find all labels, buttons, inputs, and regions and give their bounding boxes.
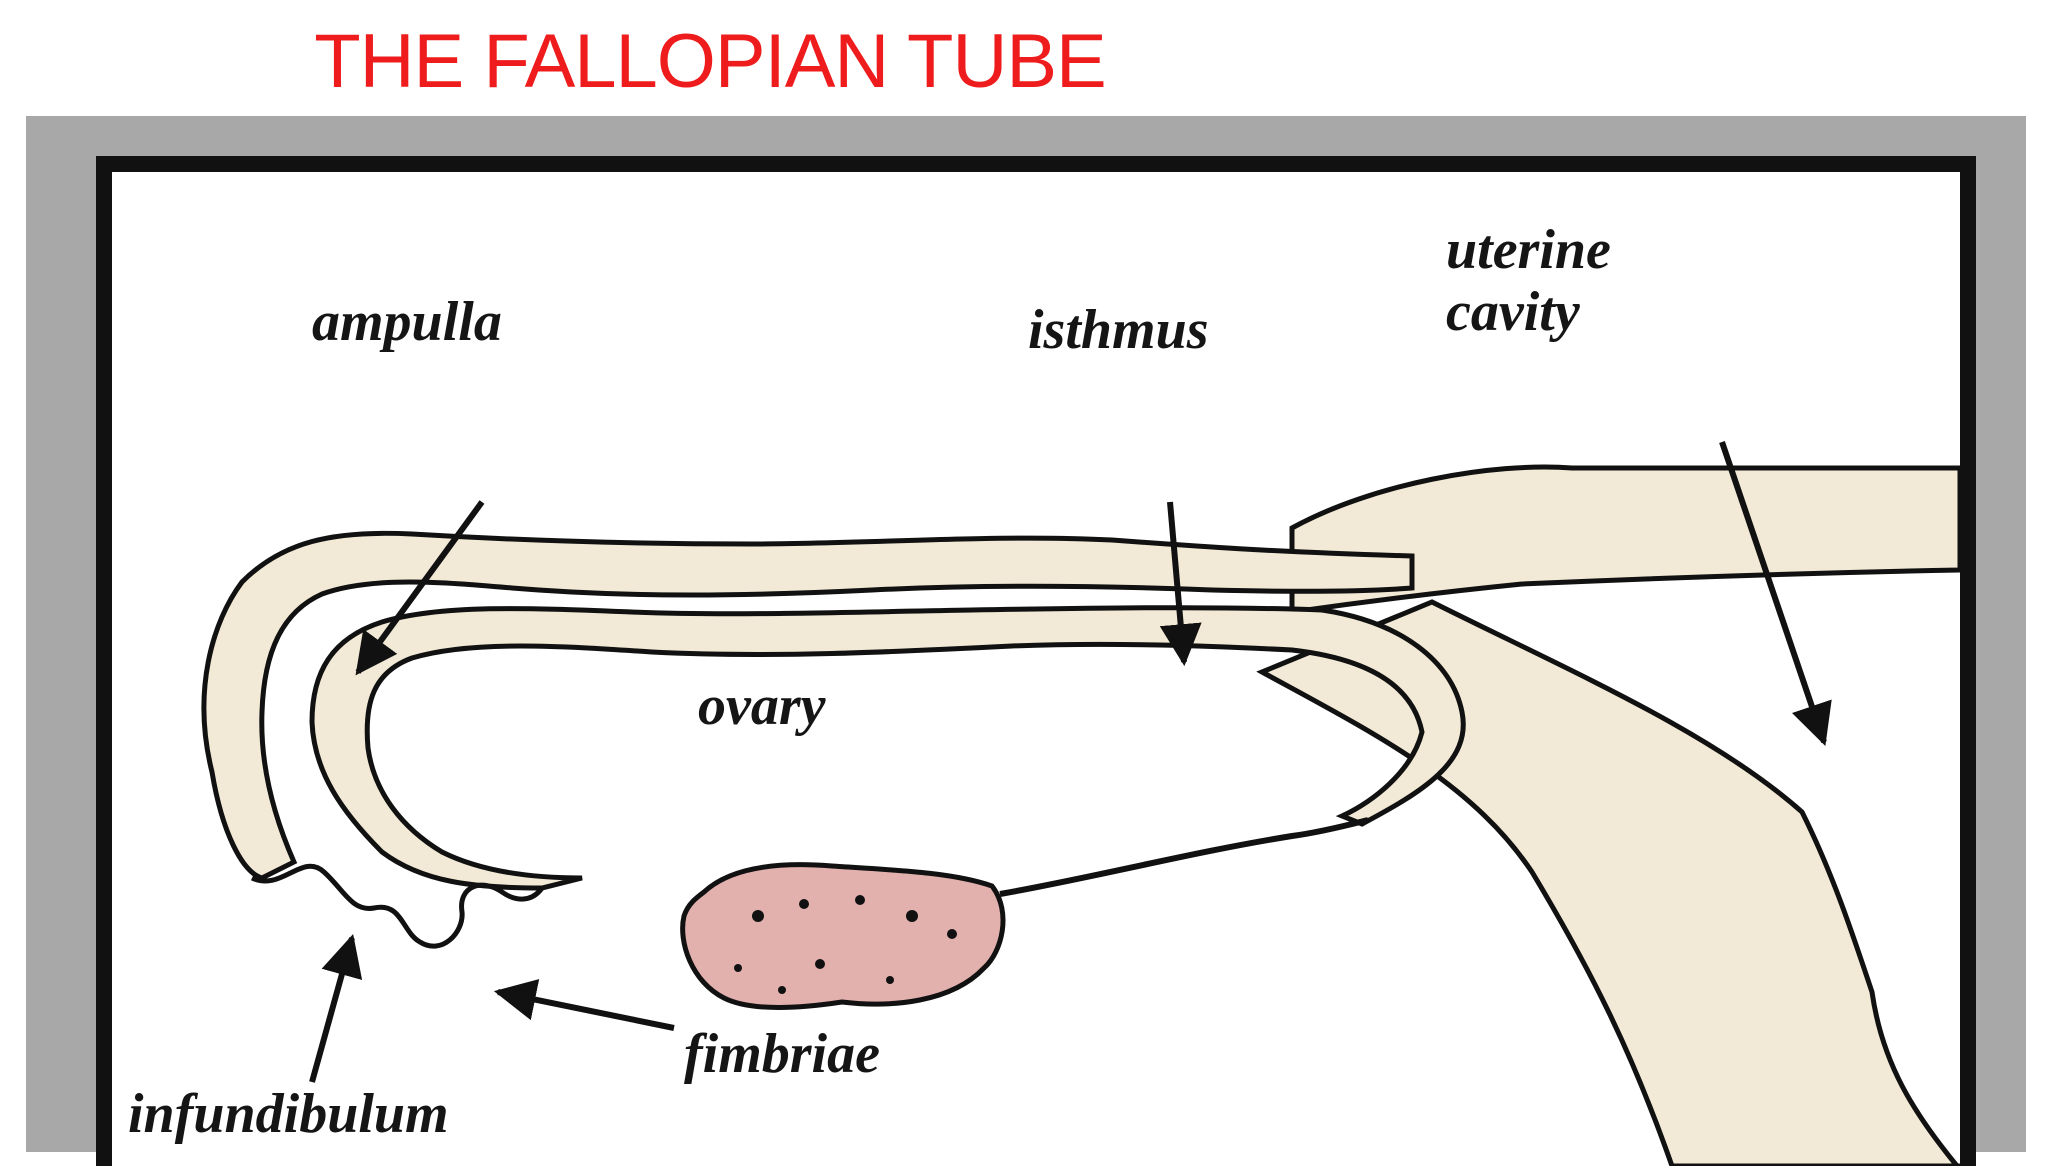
arrow-uterine-cavity (1719, 441, 1832, 746)
arrow-infundibulum (309, 933, 363, 1083)
tube-inner-loop (309, 605, 1466, 891)
figure-border: ampulla isthmus uterine cavity ovary fim… (96, 156, 1976, 1166)
ovary (680, 862, 1006, 1010)
label-uterine-line1: uterine (1446, 219, 1611, 281)
arrow-isthmus (1159, 501, 1202, 667)
fimbriae-edge (250, 863, 545, 949)
label-isthmus: isthmus (1028, 299, 1209, 361)
fallopian-tube-diagram: ampulla isthmus uterine cavity ovary fim… (128, 219, 1960, 1166)
label-infundibulum: infundibulum (128, 1083, 449, 1145)
arrow-ampulla (355, 500, 485, 676)
arrow-fimbriae (493, 979, 675, 1031)
label-ovary: ovary (698, 675, 827, 737)
slide-title: THE FALLOPIAN TUBE (314, 19, 1107, 104)
label-uterine-line2: cavity (1446, 281, 1581, 343)
ovarian-ligament (999, 817, 1369, 897)
ovary-follicles (734, 895, 957, 994)
label-ampulla: ampulla (312, 291, 502, 353)
label-fimbriae: fimbriae (684, 1023, 880, 1085)
figure-canvas: ampulla isthmus uterine cavity ovary fim… (112, 172, 1960, 1166)
figure-frame: ampulla isthmus uterine cavity ovary fim… (26, 116, 2026, 1166)
uterine-wall (1256, 599, 1960, 1166)
uterus-body (1289, 464, 1960, 615)
tube-upper (201, 530, 1415, 881)
